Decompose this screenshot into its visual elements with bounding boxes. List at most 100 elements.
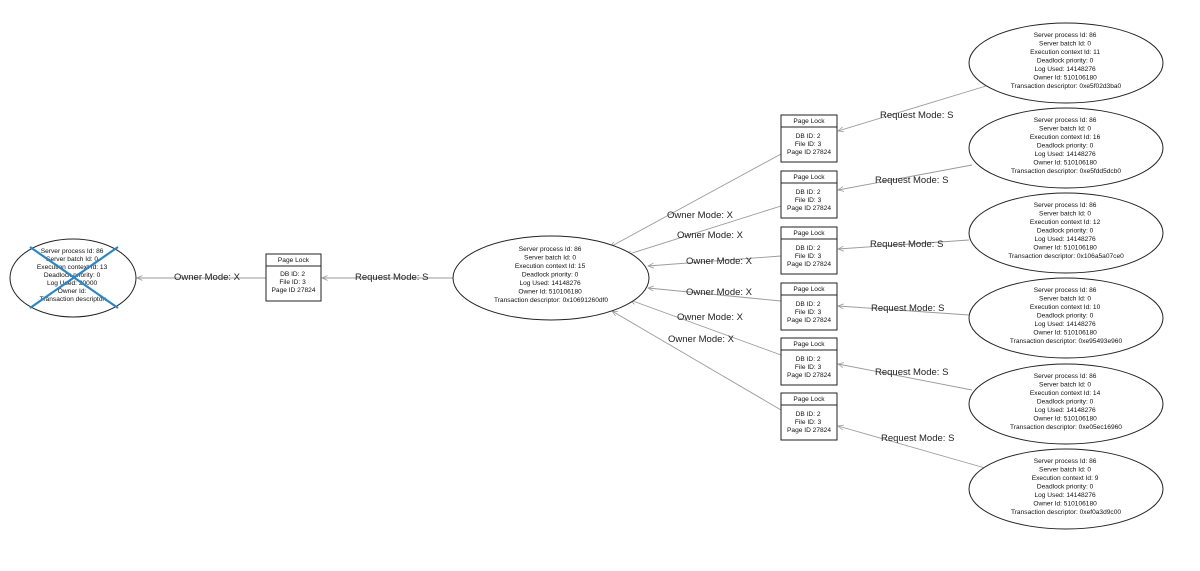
edge-owner-b5: [612, 311, 782, 411]
lock-lines: DB ID: 2 File ID: 3 Page ID 27824: [787, 133, 831, 156]
process-line: Transaction descriptor: 0xe5f02d3ba0: [1011, 83, 1122, 90]
process-lines: Server process Id: 86 Server batch Id: 0…: [1011, 117, 1121, 175]
lock-box: [780, 170, 838, 219]
edge-label-request-b3: Request Mode: S: [871, 303, 944, 314]
lock-line: File ID: 3: [795, 419, 822, 426]
process-line: Log Used: 14148276: [1034, 321, 1096, 328]
process-line: Deadlock priority: 0: [1037, 228, 1094, 235]
lock-line: DB ID: 2: [796, 411, 821, 418]
victim-line: Transaction descriptor:: [40, 296, 107, 303]
lock-lines: DB ID: 2 File ID: 3 Page ID 27824: [787, 411, 831, 434]
lock-title: Page Lock: [793, 118, 825, 125]
lock-line: Page ID 27824: [787, 261, 831, 268]
process-line: Log Used: 14148276: [1034, 66, 1096, 73]
edge-label-request-b5: Request Mode: S: [881, 433, 954, 444]
central-line: Log Used: 14148276: [519, 280, 581, 287]
edge-owner-b1: [626, 205, 782, 255]
process-line: Log Used: 14148276: [1034, 236, 1096, 243]
edge-owner-b0: [610, 153, 782, 247]
process-ellipse: [968, 277, 1164, 359]
branch-process-4[interactable]: Server process Id: 86 Server batch Id: 0…: [968, 363, 1164, 445]
branch-processes: Server process Id: 86 Server batch Id: 0…: [968, 22, 1164, 530]
lock-line: File ID: 3: [795, 364, 822, 371]
left-lock-box: [265, 253, 322, 302]
victim-line: Execution context Id: 13: [37, 264, 108, 271]
lock-box: [780, 114, 838, 163]
process-line: Execution context Id: 11: [1030, 49, 1100, 56]
process-ellipse: [968, 448, 1164, 530]
process-line: Server process Id: 86: [1034, 32, 1097, 39]
branch-process-2[interactable]: Server process Id: 86 Server batch Id: 0…: [968, 192, 1164, 274]
process-lines: Server process Id: 86 Server batch Id: 0…: [1008, 202, 1124, 260]
branch-page-lock-4[interactable]: Page Lock DB ID: 2 File ID: 3 Page ID 27…: [780, 337, 838, 386]
lock-title: Page Lock: [793, 341, 825, 348]
process-line: Owner Id: 510106180: [1033, 416, 1097, 423]
edge-owner-b4: [630, 300, 782, 356]
lock-line: DB ID: 2: [796, 245, 821, 252]
process-lines: Server process Id: 86 Server batch Id: 0…: [1011, 32, 1122, 90]
edge-request-b1: [838, 164, 973, 190]
lock-line: Page ID 27824: [787, 372, 831, 379]
left-lock-line: DB ID: 2: [280, 271, 305, 278]
lock-line: DB ID: 2: [796, 133, 821, 140]
process-line: Server batch Id: 0: [1039, 296, 1091, 303]
lock-title: Page Lock: [793, 174, 825, 181]
process-line: Transaction descriptor: 0xef0a3d9c00: [1011, 509, 1121, 516]
lock-line: Page ID 27824: [787, 205, 831, 212]
deadlock-victim-cross-icon: [29, 246, 119, 309]
branch-page-lock-3[interactable]: Page Lock DB ID: 2 File ID: 3 Page ID 27…: [780, 282, 838, 331]
branch-process-0[interactable]: Server process Id: 86 Server batch Id: 0…: [968, 22, 1164, 104]
lock-line: Page ID 27824: [787, 427, 831, 434]
branch-page-lock-1[interactable]: Page Lock DB ID: 2 File ID: 3 Page ID 27…: [780, 170, 838, 219]
lock-lines: DB ID: 2 File ID: 3 Page ID 27824: [787, 301, 831, 324]
edge-label-owner-b0: Owner Mode: X: [667, 210, 734, 221]
lock-line: File ID: 3: [795, 309, 822, 316]
edge-label-owner-b4: Owner Mode: X: [677, 312, 744, 323]
central-line: Transaction descriptor: 0x10691260df0: [494, 297, 608, 304]
edge-label-owner-b2: Owner Mode: X: [686, 256, 753, 267]
process-line: Owner Id: 510106180: [1033, 330, 1097, 337]
edge-request-b2: [838, 239, 970, 249]
process-line: Server batch Id: 0: [1039, 382, 1091, 389]
branch-process-1[interactable]: Server process Id: 86 Server batch Id: 0…: [968, 107, 1164, 189]
process-line: Server process Id: 86: [1034, 117, 1097, 124]
lock-line: DB ID: 2: [796, 189, 821, 196]
central-process-ellipse: [452, 235, 650, 321]
branch-locks: Page Lock DB ID: 2 File ID: 3 Page ID 27…: [780, 114, 838, 441]
victim-line: Owner Id:: [58, 288, 87, 295]
edge-label-owner-b3: Owner Mode: X: [686, 287, 753, 298]
victim-line: Server process Id: 86: [41, 248, 104, 255]
process-line: Execution context Id: 12: [1030, 219, 1101, 226]
process-line: Server batch Id: 0: [1039, 467, 1091, 474]
lock-lines: DB ID: 2 File ID: 3 Page ID 27824: [787, 245, 831, 268]
central-process-lines: Server process Id: 86 Server batch Id: 0…: [494, 246, 608, 304]
central-line: Deadlock priority: 0: [522, 272, 579, 279]
process-line: Owner Id: 510106180: [1033, 160, 1097, 167]
branch-page-lock-5[interactable]: Page Lock DB ID: 2 File ID: 3 Page ID 27…: [780, 392, 838, 441]
branch-page-lock-2[interactable]: Page Lock DB ID: 2 File ID: 3 Page ID 27…: [780, 226, 838, 275]
branch-page-lock-0[interactable]: Page Lock DB ID: 2 File ID: 3 Page ID 27…: [780, 114, 838, 163]
branch-process-5[interactable]: Server process Id: 86 Server batch Id: 0…: [968, 448, 1164, 530]
process-line: Transaction descriptor: 0xe05ec16960: [1010, 424, 1122, 431]
central-process-node[interactable]: Server process Id: 86 Server batch Id: 0…: [452, 235, 650, 321]
process-lines: Server process Id: 86 Server batch Id: 0…: [1010, 287, 1123, 345]
lock-line: File ID: 3: [795, 253, 822, 260]
process-line: Execution context Id: 14: [1030, 390, 1101, 397]
victim-process-node[interactable]: Server process Id: 86 Server batch Id: 0…: [9, 238, 137, 318]
central-line: Owner Id: 510106180: [518, 289, 582, 296]
process-line: Owner Id: 510106180: [1033, 245, 1097, 252]
lock-line: Page ID 27824: [787, 149, 831, 156]
process-line: Deadlock priority: 0: [1037, 143, 1094, 150]
process-line: Server process Id: 86: [1034, 458, 1097, 465]
branch-process-3[interactable]: Server process Id: 86 Server batch Id: 0…: [968, 277, 1164, 359]
lock-title: Page Lock: [793, 286, 825, 293]
process-line: Server process Id: 86: [1034, 287, 1097, 294]
lock-line: DB ID: 2: [796, 301, 821, 308]
edge-label-owner-victim: Owner Mode: X: [174, 272, 241, 283]
lock-box: [780, 282, 838, 331]
left-page-lock-node[interactable]: Page Lock DB ID: 2 File ID: 3 Page ID 27…: [265, 253, 322, 302]
process-line: Transaction descriptor: 0xe5fdd5dcb0: [1011, 168, 1121, 175]
edge-label-owner-b1: Owner Mode: X: [677, 230, 744, 241]
process-line: Server batch Id: 0: [1039, 41, 1091, 48]
lock-line: DB ID: 2: [796, 356, 821, 363]
